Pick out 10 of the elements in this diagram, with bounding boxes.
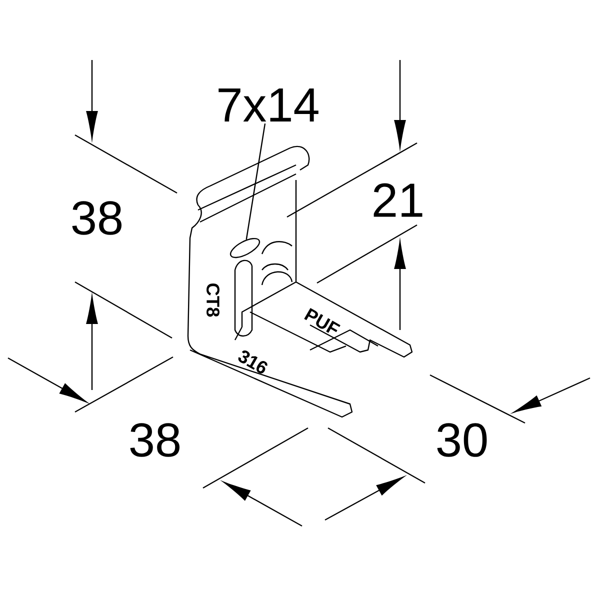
leader-line — [246, 123, 266, 240]
dimension-label: 21 — [374, 183, 422, 217]
dimension-label: 30 — [437, 423, 487, 457]
stamped-marking: 316 — [238, 350, 268, 374]
dimension-label: 38 — [130, 423, 180, 457]
slot — [230, 238, 260, 258]
stamped-marking: PUF — [304, 308, 340, 333]
stamped-marking: CT8 — [206, 284, 220, 317]
dimension-label: 38 — [72, 201, 122, 235]
dimension-label: 7x14 — [218, 88, 318, 122]
